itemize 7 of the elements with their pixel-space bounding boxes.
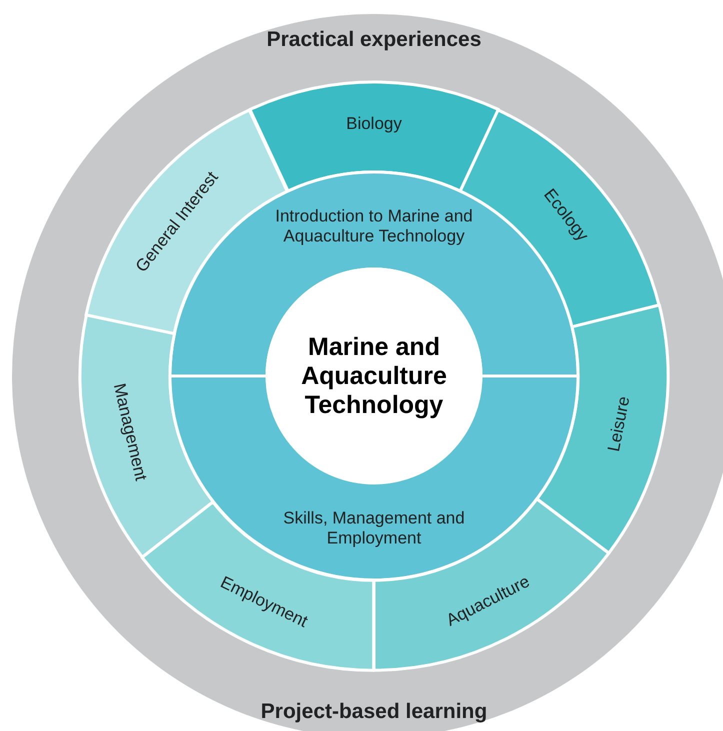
center-title: Marine and Aquaculture Technology	[300, 332, 448, 420]
segment-label: Skills, Management and Employment	[282, 508, 466, 548]
segment-label: Leisure	[604, 394, 634, 453]
ring-label: Practical experiences	[266, 28, 482, 52]
segment-label: Biology	[346, 114, 402, 134]
ring-label: Project-based learning	[260, 700, 488, 724]
segment-label: Introduction to Marine and Aquaculture Technology	[274, 206, 474, 246]
